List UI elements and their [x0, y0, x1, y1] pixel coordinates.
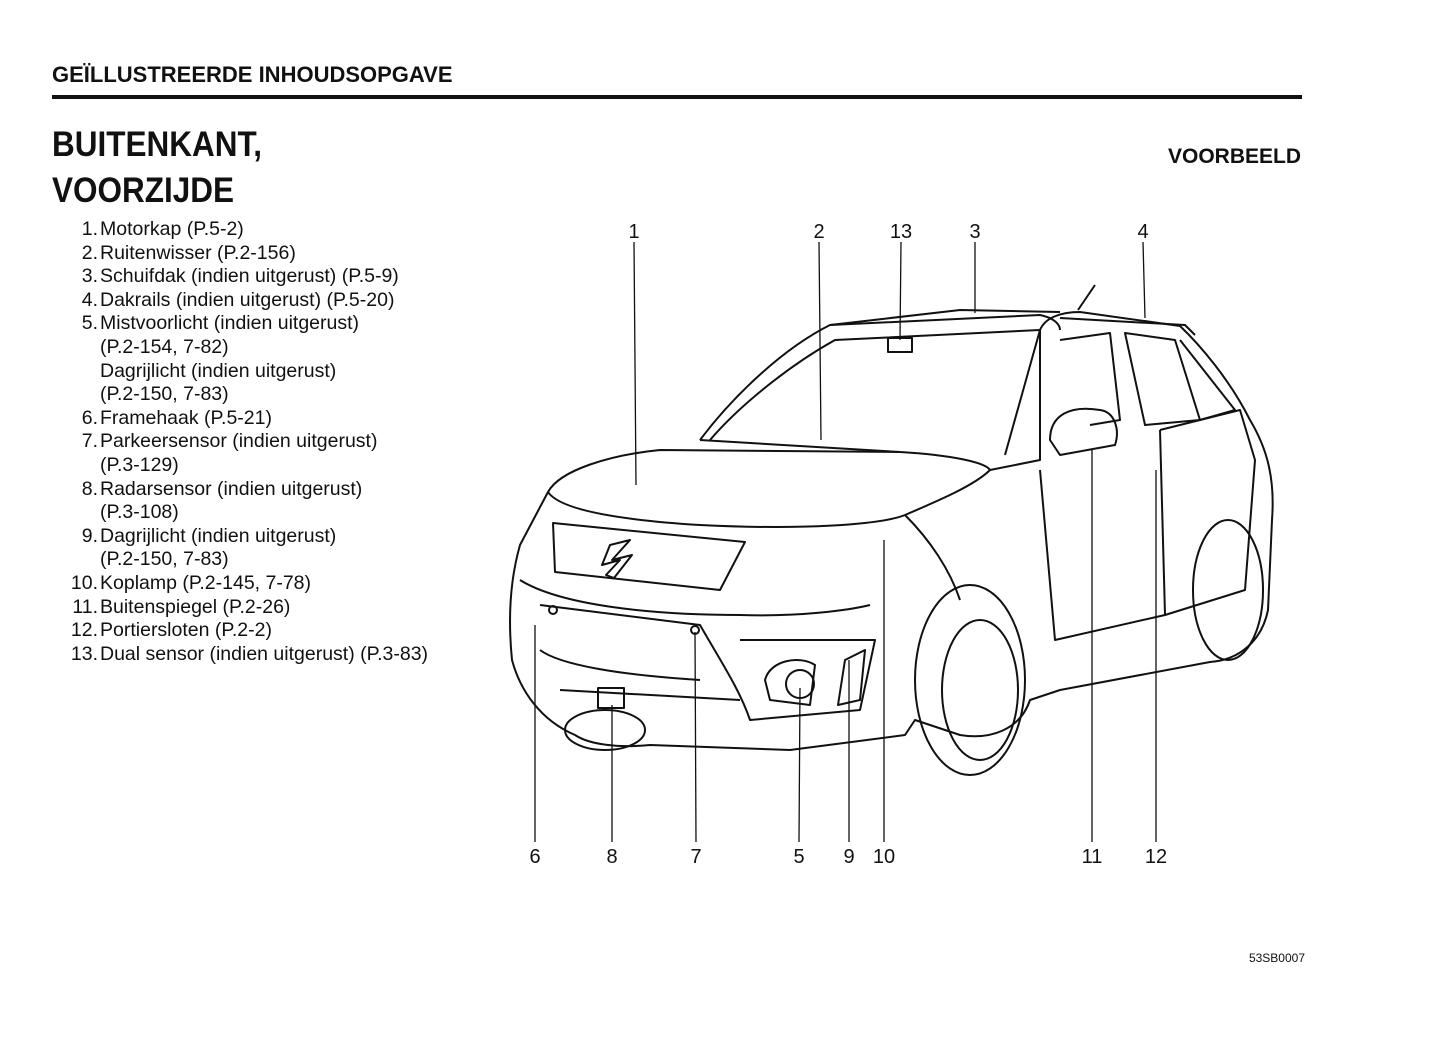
item-text: Dagrijlicht (indien uitgerust): [100, 524, 337, 547]
callout-2: 2: [813, 221, 824, 243]
figure-code: 53SB0007: [1248, 951, 1305, 965]
item-text: Dakrails (indien uitgerust) (P.5-20): [100, 288, 395, 311]
title-line-1: BUITENKANT,: [52, 125, 262, 164]
item-text: Motorkap (P.5-2): [100, 218, 244, 240]
item-text: Buitenspiegel (P.2-26): [100, 595, 291, 618]
callout-7: 7: [690, 846, 701, 868]
item-number: 4.: [81, 288, 98, 311]
item-number: 9.: [81, 524, 98, 547]
callout-labels: 1 2 13 3 4 6 8 7 5 9 10 11 12: [529, 221, 1167, 868]
list-item: 7.Parkeersensor (indien uitgerust): [62, 430, 428, 454]
item-text: Koplamp (P.2-145, 7-78): [100, 571, 312, 594]
item-number: 3.: [81, 265, 98, 288]
item-number: 13.: [70, 642, 98, 665]
callout-12: 12: [1145, 846, 1167, 868]
list-item: 11.Buitenspiegel (P.2-26): [62, 596, 428, 620]
item-text: Framehaak (P.5-21): [100, 406, 272, 429]
title-line-2: VOORZIJDE: [52, 171, 235, 210]
item-continuation: (P.2-150, 7-83): [100, 383, 229, 406]
item-continuation: (P.3-129): [100, 453, 179, 476]
section-header: GEÏLLUSTREERDE INHOUDSOPGAVE: [52, 62, 453, 87]
parts-list: 1.Motorkap (P.5-2)2.Ruitenwisser (P.2-15…: [62, 218, 428, 666]
callout-lines: [534, 241, 1157, 843]
list-item: 4.Dakrails (indien uitgerust) (P.5-20): [62, 289, 428, 313]
item-number: 12.: [70, 619, 98, 642]
car-drawing: [509, 284, 1274, 776]
item-text: Parkeersensor (indien uitgerust): [100, 430, 378, 453]
callout-1: 1: [628, 221, 639, 243]
item-text: Mistvoorlicht (indien uitgerust): [100, 312, 360, 335]
callout-4: 4: [1137, 221, 1148, 243]
item-number: 8.: [81, 477, 98, 500]
list-item: 8.Radarsensor (indien uitgerust): [62, 478, 428, 502]
list-item: 12.Portiersloten (P.2-2): [62, 619, 428, 643]
example-label: VOORBEELD: [1167, 145, 1301, 168]
item-text: Portiersloten (P.2-2): [100, 619, 272, 642]
callout-10: 10: [873, 846, 895, 868]
callout-9: 9: [843, 846, 854, 868]
list-item: 1.Motorkap (P.5-2): [62, 218, 428, 242]
callout-11: 11: [1082, 846, 1103, 868]
item-number: 1.: [81, 218, 98, 240]
item-text: Dual sensor (indien uitgerust) (P.3-83): [100, 642, 429, 665]
list-item: 13.Dual sensor (indien uitgerust) (P.3-8…: [62, 643, 428, 667]
callout-6: 6: [529, 846, 540, 868]
list-item: 2.Ruitenwisser (P.2-156): [62, 242, 428, 266]
list-item: 10.Koplamp (P.2-145, 7-78): [62, 572, 428, 596]
item-number: 10.: [70, 571, 98, 594]
item-number: 6.: [81, 406, 98, 429]
list-item: 3.Schuifdak (indien uitgerust) (P.5-9): [62, 265, 428, 289]
callout-8: 8: [606, 846, 617, 868]
item-continuation: (P.3-108): [100, 501, 179, 524]
list-item: 5.Mistvoorlicht (indien uitgerust): [62, 312, 428, 336]
list-item: 9.Dagrijlicht (indien uitgerust): [62, 525, 428, 549]
item-number: 11.: [72, 595, 98, 618]
callout-5: 5: [793, 846, 804, 868]
item-number: 5.: [81, 312, 98, 335]
item-continuation: Dagrijlicht (indien uitgerust): [100, 359, 337, 382]
item-continuation: (P.2-154, 7-82): [100, 335, 229, 358]
item-text: Radarsensor (indien uitgerust): [100, 477, 363, 500]
callout-13: 13: [890, 221, 912, 243]
item-number: 2.: [81, 241, 98, 264]
item-text: Ruitenwisser (P.2-156): [100, 241, 296, 264]
item-text: Schuifdak (indien uitgerust) (P.5-9): [100, 265, 399, 288]
item-number: 7.: [81, 430, 98, 453]
page-title: BUITENKANT, VOORZIJDE: [52, 122, 262, 214]
list-item: 6.Framehaak (P.5-21): [62, 407, 428, 431]
callout-3: 3: [969, 221, 980, 243]
header-rule: [52, 95, 1302, 99]
item-continuation: (P.2-150, 7-83): [100, 548, 229, 571]
